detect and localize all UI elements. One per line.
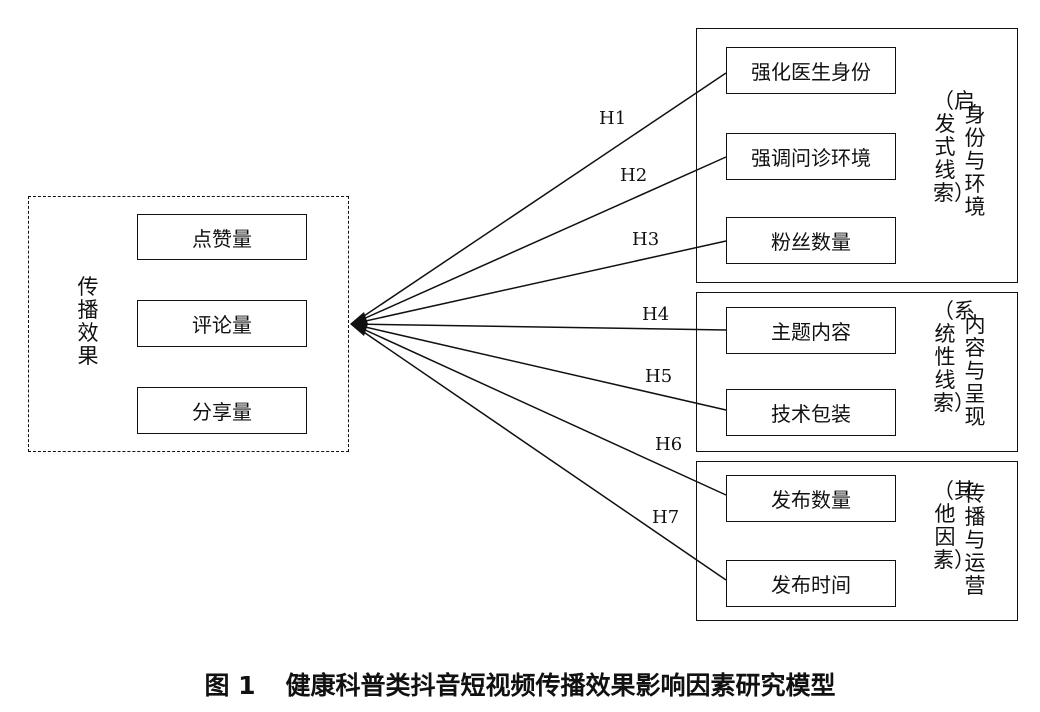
factor-group-content-subtitle: （系统性线索） [933, 299, 975, 415]
arrow-h4 [351, 323, 727, 331]
arrow-h7 [351, 323, 727, 581]
arrow-h1 [351, 72, 727, 325]
hypothesis-label-h3: H3 [632, 229, 660, 250]
arrowhead [350, 312, 368, 336]
figure-caption: 图 1 健康科普类抖音短视频传播效果影响因素研究模型 [0, 666, 1040, 702]
arrow-h2 [351, 156, 727, 325]
effect-item-shares: 分享量 [137, 387, 307, 434]
factor-post-time: 发布时间 [726, 560, 896, 607]
factor-group-identity-title: 身份与环境 [964, 103, 986, 219]
hypothesis-label-h4: H4 [642, 304, 670, 325]
factor-group-content-title: 内容与呈现 [964, 313, 986, 429]
factor-group-identity [696, 28, 1018, 283]
figure-title: 健康科普类抖音短视频传播效果影响因素研究模型 [285, 671, 836, 700]
effect-group-title: 传播效果 [77, 275, 99, 368]
figure-number: 图 1 [204, 671, 256, 700]
arrow-h3 [351, 240, 727, 325]
factor-clinic-environment: 强调问诊环境 [726, 133, 896, 180]
factor-fan-count: 粉丝数量 [726, 217, 896, 264]
factor-group-content [696, 292, 1018, 452]
factor-technical-packaging: 技术包装 [726, 389, 896, 436]
hypothesis-label-h2: H2 [620, 165, 648, 186]
factor-topic-content: 主题内容 [726, 307, 896, 354]
effect-group [28, 196, 349, 452]
factor-post-count: 发布数量 [726, 475, 896, 522]
arrow-h5 [351, 323, 727, 411]
factor-group-identity-subtitle: （启发式线索） [933, 89, 975, 205]
factor-doctor-identity: 强化医生身份 [726, 47, 896, 94]
arrow-h6 [351, 323, 727, 496]
factor-group-operation-title: 传播与运营 [964, 482, 986, 598]
effect-item-comments: 评论量 [137, 300, 307, 347]
factor-group-operation [696, 461, 1018, 621]
effect-item-likes: 点赞量 [137, 214, 307, 260]
hypothesis-label-h6: H6 [655, 434, 683, 455]
hypothesis-label-h1: H1 [599, 108, 627, 129]
hypothesis-label-h5: H5 [645, 366, 673, 387]
factor-group-operation-subtitle: （其他因素） [933, 479, 975, 572]
hypothesis-label-h7: H7 [652, 507, 680, 528]
